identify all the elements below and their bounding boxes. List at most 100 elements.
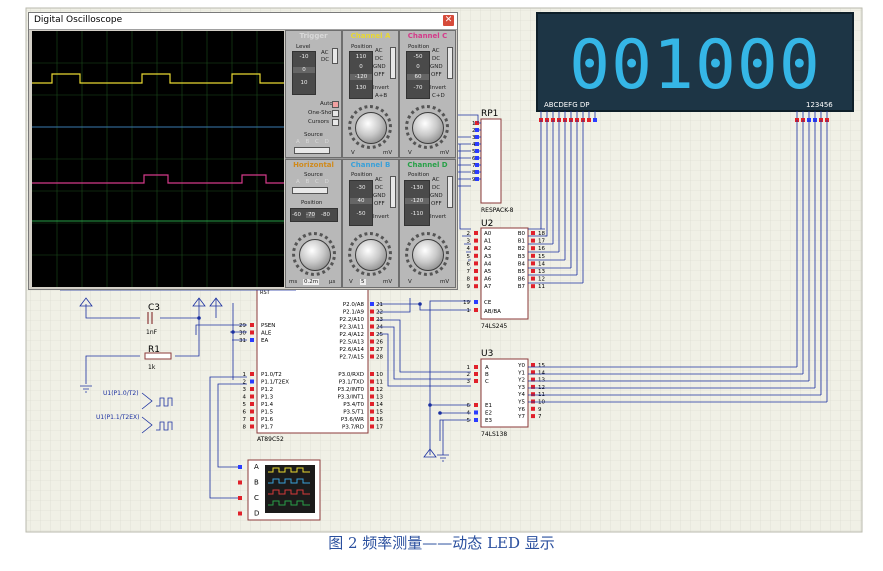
resistor-r1: R1 1k: [144, 345, 172, 371]
trigger-oneshot-button[interactable]: [332, 110, 339, 117]
pin-state-indicator: [238, 465, 242, 469]
pin-state-indicator: [531, 276, 535, 281]
pin-state-indicator: [587, 118, 591, 122]
pin-state-indicator: [370, 387, 374, 391]
oscilloscope-title: Digital Oscilloscope: [34, 15, 123, 25]
horizontal-source-slider[interactable]: [292, 187, 328, 194]
horizontal-time-knob[interactable]: [299, 239, 331, 271]
pin-state-indicator: [474, 261, 478, 266]
channel-a-coupling-switch[interactable]: [390, 47, 396, 79]
u1-p2-label: P2.3/A11: [339, 325, 364, 331]
close-icon[interactable]: ✕: [443, 15, 454, 26]
channel-a-pos-4: 130: [355, 85, 367, 91]
channel-d-volts-knob[interactable]: [412, 239, 444, 271]
channel-a-gnd: GND: [373, 64, 386, 70]
mini-scope-channel-label: D: [254, 510, 259, 518]
channel-c-coupling-switch[interactable]: [447, 47, 453, 79]
u1-pin-number: 3: [243, 387, 247, 393]
u3-enable-label: E2: [485, 411, 492, 417]
u2-pin-number: 2: [467, 231, 471, 237]
pin-state-indicator: [238, 496, 242, 500]
channel-c-volts-knob[interactable]: [412, 112, 444, 144]
u1-p2-label: P2.6/A14: [339, 347, 364, 353]
channel-c-dc: DC: [432, 56, 441, 62]
pin-state-indicator: [250, 323, 254, 327]
trigger-cursors-button[interactable]: [332, 119, 339, 126]
channel-c-position-readout[interactable]: -50 0 60 -70: [406, 51, 430, 99]
trigger-coupling-switch[interactable]: [332, 48, 338, 64]
u1-rst-label: RST: [260, 290, 271, 296]
pin-state-indicator: [474, 300, 478, 304]
pin-state-indicator: [531, 261, 535, 266]
u1-pin-number: 29: [239, 323, 246, 329]
u2-b-label: B4: [518, 261, 526, 267]
channel-a-off: OFF: [374, 72, 385, 78]
u3-output-label: Y5: [517, 400, 525, 406]
seven-segment-display: 001000 ABCDEFG DP 123456: [536, 12, 854, 112]
u3-pin-number: 5: [467, 418, 471, 424]
pin-state-indicator: [250, 394, 254, 399]
channel-b-volts-knob[interactable]: [355, 239, 387, 271]
u1-pin-number: 17: [376, 425, 383, 431]
trigger-source-slider[interactable]: [294, 147, 330, 154]
channel-a-dc: DC: [375, 56, 384, 62]
u3-pin-number: 6: [467, 403, 471, 409]
rp1-pin-number: 7: [472, 163, 476, 169]
pin-state-indicator: [370, 302, 374, 306]
channel-b-pos-1: -30: [356, 185, 366, 191]
channel-b-coupling-switch[interactable]: [390, 176, 396, 208]
u2-pin-number: 19: [463, 300, 470, 306]
u1-p3-label: P3.2/INT0: [337, 387, 364, 393]
rp1-type: RESPACK-8: [481, 207, 514, 214]
oscilloscope-titlebar[interactable]: Digital Oscilloscope ✕: [29, 13, 457, 30]
u1-p1-label: P1.1/T2EX: [261, 380, 289, 386]
u2-pin-number: 5: [467, 254, 471, 260]
rp1-pin-number: 9: [472, 177, 476, 183]
u1-p3-label: P3.7/RD: [342, 425, 364, 431]
u1-pin-number: 26: [376, 340, 383, 346]
channel-a-position-readout[interactable]: 110 0 -120 130: [349, 51, 373, 99]
oscilloscope-window[interactable]: Digital Oscilloscope ✕ Trigger Level -10…: [28, 12, 458, 290]
trigger-auto-button[interactable]: [332, 101, 339, 108]
trigger-mode-auto: Auto: [320, 101, 333, 107]
pin-state-indicator: [370, 424, 374, 429]
u2-pin-number: 9: [467, 284, 471, 290]
pin-state-indicator: [370, 347, 374, 351]
pin-state-indicator: [531, 370, 535, 375]
rp1-pin-number: 3: [472, 135, 476, 141]
u2-pin-number: 7: [467, 269, 471, 275]
channel-a-invert-label: Invert: [373, 85, 390, 91]
channel-b-ac: AC: [375, 177, 383, 183]
u2-b-label: B6: [518, 277, 526, 283]
pin-state-indicator: [593, 118, 597, 122]
channel-c-off: OFF: [431, 72, 442, 78]
pin-state-indicator: [531, 284, 535, 289]
oscilloscope-screen: [32, 31, 284, 287]
channel-d-off: OFF: [431, 201, 442, 207]
u1-pin-number: 22: [376, 310, 383, 316]
u1-pin-number: 13: [376, 395, 383, 401]
channel-b-position-readout[interactable]: -30 40 -50: [349, 180, 373, 226]
horizontal-pos-1: -60: [292, 212, 301, 218]
channel-a-volts-knob[interactable]: [355, 112, 387, 144]
trigger-level-readout[interactable]: -10 0 10: [292, 51, 316, 95]
u3-enable-label: E1: [485, 403, 492, 409]
ground-symbols: [79, 297, 449, 462]
u3-pin-number: 4: [467, 411, 471, 417]
channel-d-position-readout[interactable]: -130 -120 -110: [404, 180, 430, 226]
u1-p2-label: P2.4/A12: [339, 332, 364, 338]
u3-output-label: Y0: [517, 363, 525, 369]
u2-a-label: A5: [484, 269, 492, 275]
rp1-pin-number: 8: [472, 170, 476, 176]
u1-p1-label: P1.2: [261, 387, 273, 393]
channel-d-coupling-switch[interactable]: [447, 176, 453, 208]
u1-pin-number: 6: [243, 410, 247, 416]
channel-c-gnd: GND: [430, 64, 443, 70]
oscilloscope-control-panel: Trigger Level -10 0 10 AC DC Auto One-Sh…: [285, 30, 456, 288]
horizontal-position-readout[interactable]: -60 -70 -80: [290, 208, 338, 222]
channel-d-dial-v: V: [408, 279, 412, 285]
pin-state-indicator: [370, 332, 374, 336]
u1-type: AT89C52: [257, 436, 284, 443]
wires: [60, 114, 828, 499]
mini-scope-channel-label: A: [254, 463, 259, 471]
